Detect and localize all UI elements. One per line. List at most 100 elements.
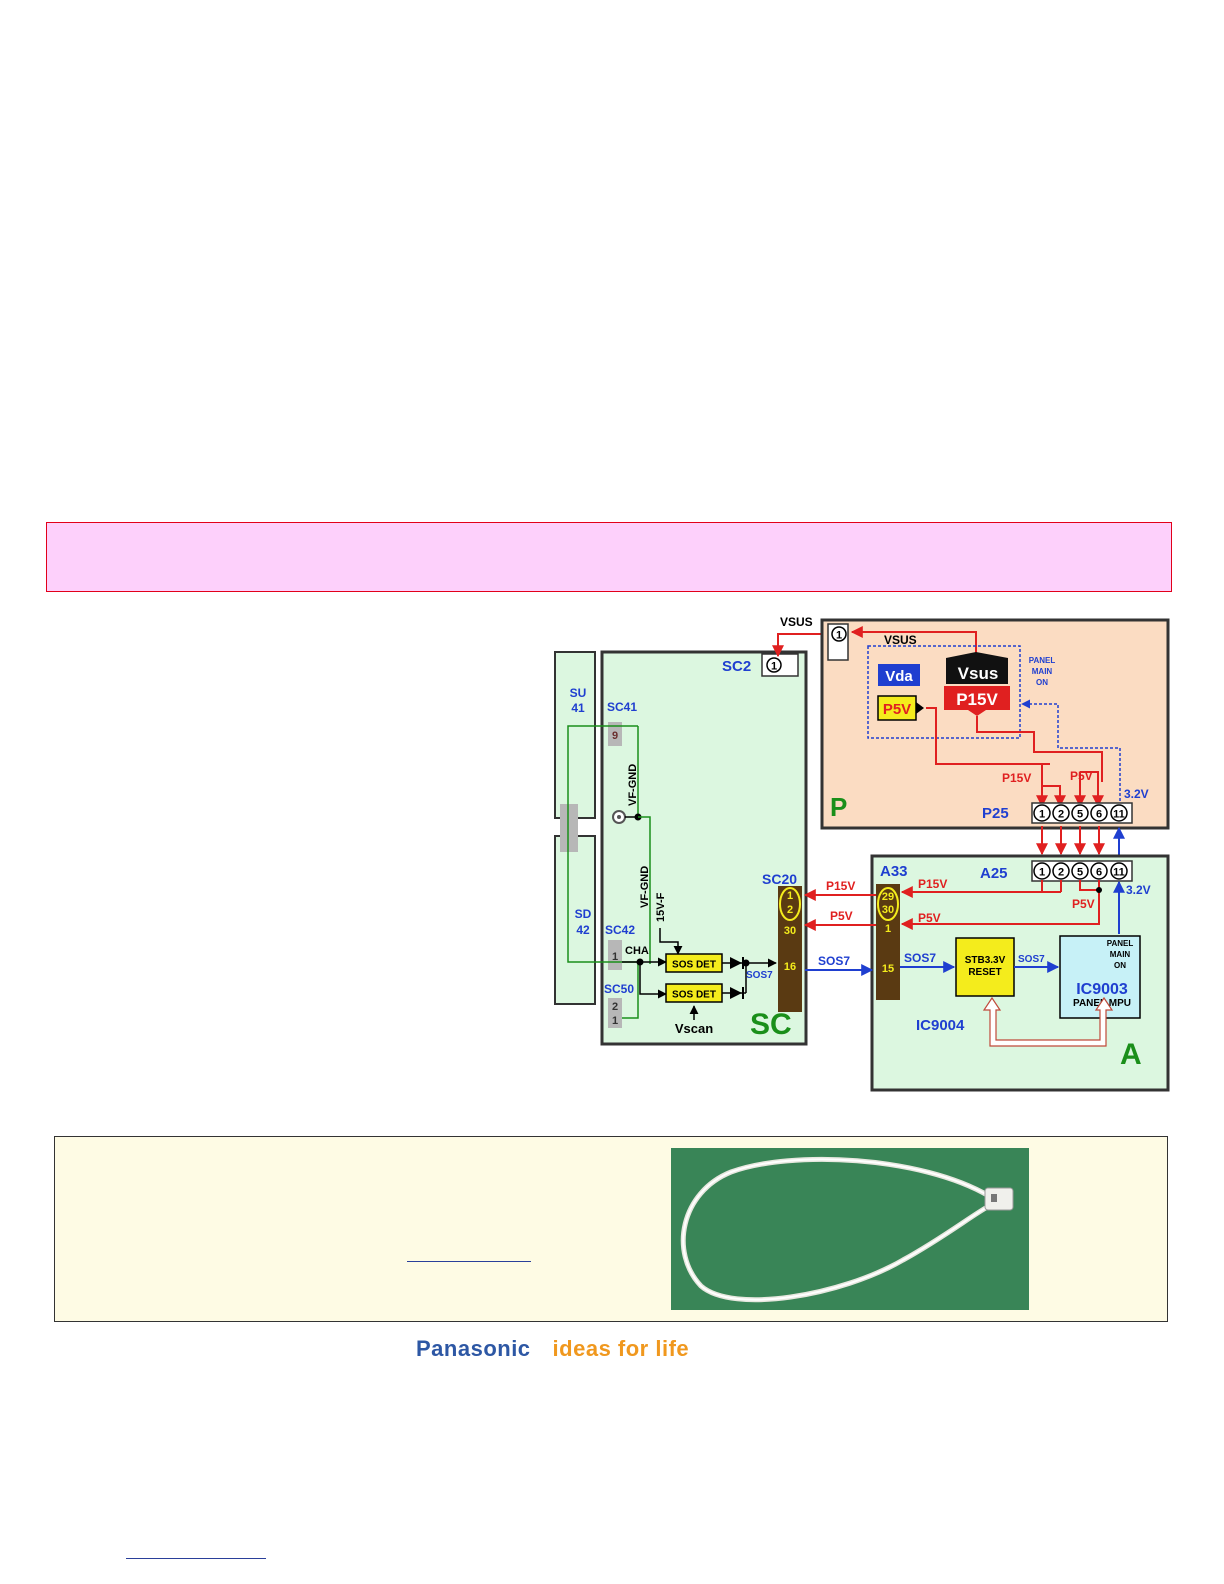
sc-board bbox=[600, 650, 808, 1046]
jumper-wire bbox=[567, 725, 638, 963]
a25-pin-2-circle bbox=[1052, 862, 1070, 880]
data-bus bbox=[982, 996, 1114, 1047]
tool-info-box bbox=[54, 1136, 1168, 1322]
a-p5v-join bbox=[1079, 880, 1099, 891]
sd-board bbox=[554, 835, 596, 1005]
su-label-2: 41 bbox=[571, 701, 585, 715]
vda-label: Vda bbox=[885, 668, 913, 685]
a25-pin-1: 1 bbox=[1039, 867, 1045, 879]
diode-1 bbox=[730, 957, 742, 969]
sc20-pin-ring bbox=[779, 887, 801, 921]
a33-label: A33 bbox=[880, 863, 908, 880]
ic9004-label: IC9004 bbox=[916, 1017, 965, 1034]
p-board-name: P bbox=[830, 792, 847, 822]
a-p5v-label: P5V bbox=[918, 911, 941, 925]
a-p5v-wire bbox=[900, 880, 1100, 930]
bottom-link-underline[interactable] bbox=[126, 1558, 266, 1559]
cha-label: CHA bbox=[625, 945, 649, 957]
p-pin1: 1 bbox=[836, 630, 842, 642]
stb-reset-2: RESET bbox=[968, 967, 1001, 978]
note-banner bbox=[46, 522, 1172, 592]
p25-pin-2-circle bbox=[1052, 804, 1070, 822]
sos7-label-sc: SOS7 bbox=[746, 970, 773, 981]
p-3v2-label: 3.2V bbox=[1124, 787, 1149, 801]
p-p5v-drop-2 bbox=[1080, 771, 1104, 808]
p5v-block-label: P5V bbox=[883, 701, 911, 718]
sc-p15v-label: P15V bbox=[826, 879, 855, 893]
f15v-label: 15V-F bbox=[655, 892, 667, 922]
p25-pin-11: 11 bbox=[1113, 809, 1125, 821]
sc41-pin: 9 bbox=[612, 730, 618, 742]
su-label-1: SU bbox=[570, 686, 587, 700]
p-p15v-drop-2 bbox=[1042, 785, 1066, 808]
p5v-block-tip bbox=[916, 702, 924, 714]
p-panel-main-on-1: PANEL bbox=[1029, 656, 1056, 665]
sc42-pin: 1 bbox=[612, 951, 618, 963]
sos-det-label-2: SOS DET bbox=[672, 990, 716, 1001]
ic9003-block bbox=[1059, 935, 1141, 1019]
a33-pin-15: 15 bbox=[882, 963, 894, 975]
a25-pin-5-circle bbox=[1071, 862, 1089, 880]
sc20-label: SC20 bbox=[762, 871, 797, 887]
jumper-cable-photo bbox=[671, 1148, 1029, 1310]
p15v-block-label: P15V bbox=[956, 690, 998, 709]
su-board bbox=[554, 651, 596, 819]
sc-p5v-label: P5V bbox=[830, 909, 853, 923]
vf-gnd-label-2: VF-GND bbox=[639, 866, 651, 908]
p25-pin-11-circle bbox=[1110, 804, 1128, 822]
p25-label: P25 bbox=[982, 805, 1009, 822]
a25-label: A25 bbox=[980, 865, 1008, 882]
p-panel-main-on-3: ON bbox=[1036, 678, 1048, 687]
a25-pin-6-circle bbox=[1090, 862, 1108, 880]
diode-2 bbox=[730, 987, 742, 999]
block-diagram: SU 41 SD 42 SC2 1 SC SC41 9 SC42 1 SC50 … bbox=[554, 615, 1170, 1092]
a25-pin-2: 2 bbox=[1058, 867, 1064, 879]
p25-pin-5-circle bbox=[1071, 804, 1089, 822]
brand-tagline: ideas for life bbox=[552, 1336, 690, 1361]
p25-pin-6: 6 bbox=[1096, 809, 1102, 821]
p-pin1-circle bbox=[831, 626, 847, 642]
tool-link-underline[interactable] bbox=[407, 1261, 531, 1262]
vsus-feed bbox=[772, 633, 826, 658]
vsus-block bbox=[946, 652, 1008, 684]
ground-terminal-dot bbox=[617, 815, 621, 819]
sc50-pin-2: 2 bbox=[612, 1001, 618, 1013]
sos-det-label-1: SOS DET bbox=[672, 960, 716, 971]
sc20-pin-16: 16 bbox=[784, 961, 796, 973]
sc50-wire bbox=[622, 962, 639, 1019]
sc50-label: SC50 bbox=[604, 982, 634, 996]
a-panel-main-on-3: ON bbox=[1114, 961, 1126, 970]
sos7-b-label: SOS7 bbox=[1018, 954, 1045, 965]
brand-logo: Panasonic ideas for life bbox=[416, 1336, 689, 1362]
sc50-connector bbox=[608, 998, 622, 1028]
p-p5v-label: P5V bbox=[1070, 769, 1093, 783]
a33-pin-ring bbox=[877, 887, 899, 921]
a25-pin-11: 11 bbox=[1113, 867, 1125, 879]
p-vsus-wire bbox=[850, 626, 977, 660]
p25-pin-1-circle bbox=[1033, 804, 1051, 822]
vf-gnd-label-1: VF-GND bbox=[627, 764, 639, 806]
sc2-pin: 1 bbox=[771, 661, 777, 673]
p15v-block bbox=[944, 686, 1010, 716]
a33-pin-30: 30 bbox=[882, 904, 894, 916]
a-p5v-node bbox=[1096, 887, 1102, 893]
p-power-area bbox=[867, 645, 1021, 739]
a33-pin-29: 29 bbox=[882, 891, 894, 903]
p-p15v-label: P15V bbox=[1002, 771, 1031, 785]
sd-label-1: SD bbox=[575, 907, 592, 921]
sos7-a-label: SOS7 bbox=[904, 951, 936, 965]
vda-block bbox=[878, 664, 920, 686]
sc-board-name: SC bbox=[750, 1008, 792, 1041]
p-p5v-wire bbox=[976, 716, 1103, 782]
vsus-block-label: Vsus bbox=[958, 664, 999, 683]
brand-name: Panasonic bbox=[416, 1336, 531, 1361]
f15v-wire bbox=[659, 928, 683, 955]
p-vsus-label: VSUS bbox=[884, 633, 917, 647]
a25-pin-5: 5 bbox=[1077, 867, 1083, 879]
sc42-label: SC42 bbox=[605, 923, 635, 937]
sd-label-2: 42 bbox=[576, 923, 590, 937]
p-p15v-wire bbox=[926, 707, 1050, 765]
a-board-name: A bbox=[1120, 1038, 1142, 1071]
sc41-connector bbox=[608, 722, 622, 746]
sc20-pin-1: 1 bbox=[787, 890, 793, 902]
